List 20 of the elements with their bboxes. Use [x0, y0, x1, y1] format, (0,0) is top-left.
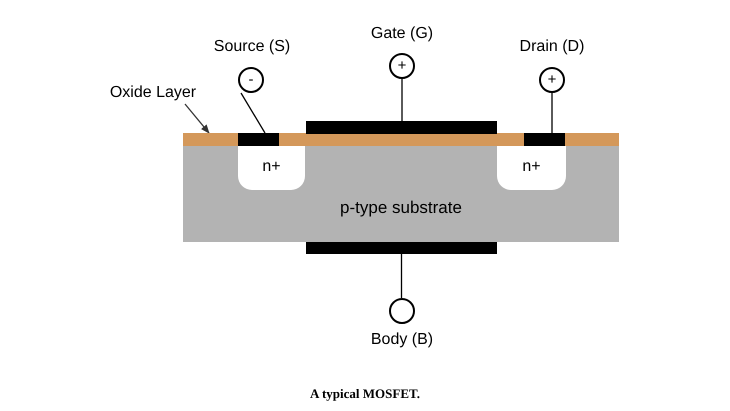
region-label: p-type substrate [340, 197, 462, 220]
metal-contact [306, 121, 497, 134]
substrate-block [183, 146, 619, 242]
terminal-label: Body (B) [370, 330, 434, 350]
caption: A typical MOSFET. [309, 385, 421, 403]
metal-contact [306, 242, 497, 254]
metal-contact [524, 133, 565, 146]
terminal-wire [240, 92, 266, 134]
terminal-wire [400, 254, 402, 298]
leader-arrow [184, 104, 210, 134]
terminal-label: Drain (D) [518, 37, 586, 57]
terminal-wire [551, 93, 553, 133]
terminal-label: Source (S) [212, 37, 292, 57]
oxide-layer [183, 133, 619, 146]
terminal-wire [401, 79, 403, 121]
n-well-region: n+ [238, 146, 305, 190]
n-well-region: n+ [497, 146, 566, 190]
callout-label: Oxide Layer [98, 84, 208, 104]
terminal-label: Gate (G) [370, 24, 434, 44]
metal-contact [238, 133, 279, 146]
